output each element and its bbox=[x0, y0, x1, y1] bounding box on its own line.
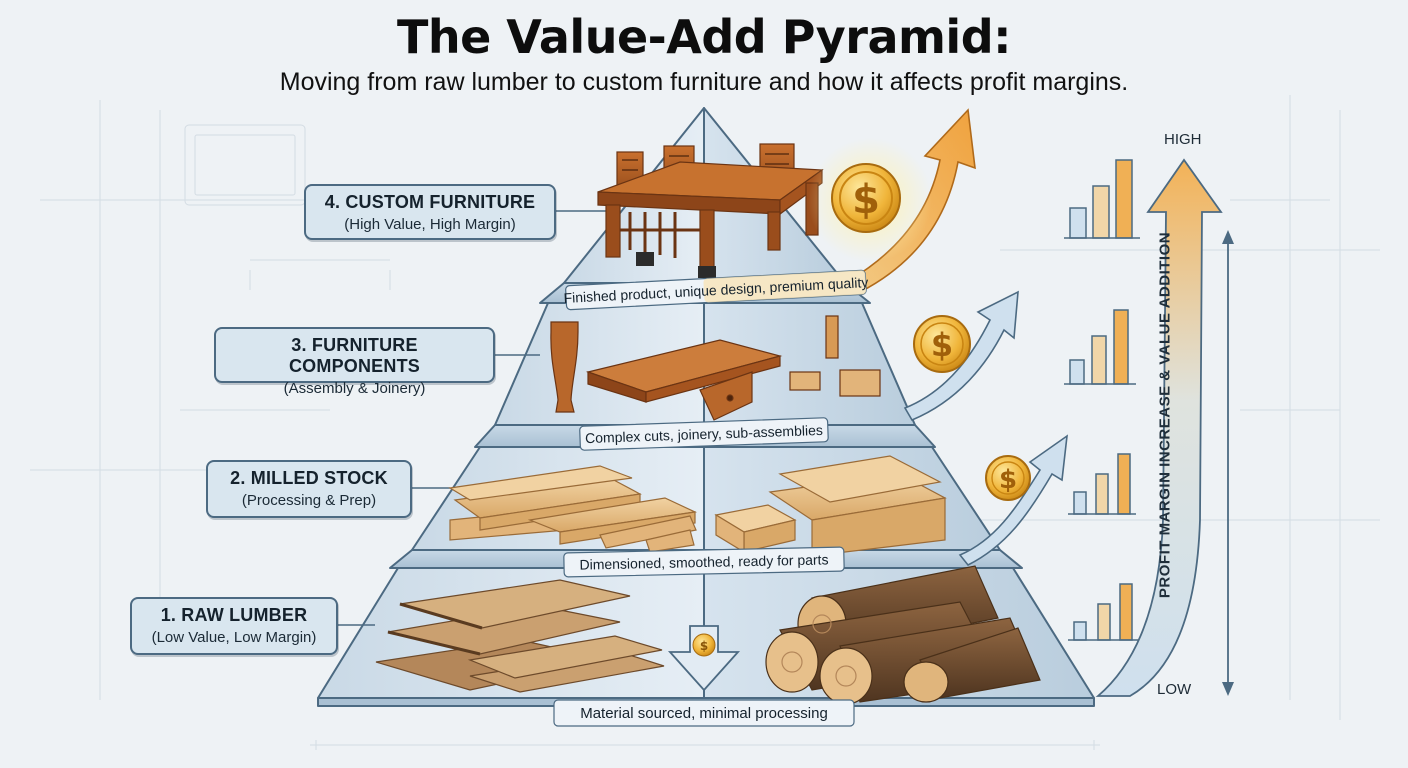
callout-tier2: 2. MILLED STOCK (Processing & Prep) bbox=[206, 460, 412, 518]
axis-label-text: PROFIT MARGIN INCREASE & VALUE ADDITION bbox=[1156, 231, 1174, 599]
dining-table-icon bbox=[597, 143, 824, 278]
axis-high-label: HIGH bbox=[1164, 131, 1202, 148]
tier1-name: 1. RAW LUMBER bbox=[160, 605, 308, 625]
band-label-tier3: Complex cuts, joinery, sub-assemblies bbox=[579, 417, 829, 451]
coins: $ $ $ bbox=[808, 138, 1031, 501]
callout-tier3: 3. FURNITURE COMPONENTS (Assembly & Join… bbox=[214, 327, 495, 397]
svg-text:$: $ bbox=[931, 326, 953, 364]
callout-tier4: 4. CUSTOM FURNITURE (High Value, High Ma… bbox=[304, 184, 556, 240]
svg-text:$: $ bbox=[852, 177, 880, 223]
band-text-tier1: Material sourced, minimal processing bbox=[580, 705, 828, 722]
furniture-components-icon bbox=[550, 315, 881, 421]
down-arrow-icon: $ bbox=[667, 625, 741, 692]
mini-bar-chart-icon bbox=[1064, 159, 1140, 641]
callout-tier1: 1. RAW LUMBER (Low Value, Low Margin) bbox=[130, 597, 338, 655]
svg-text:$: $ bbox=[700, 639, 708, 653]
dollar-coin-icon bbox=[831, 163, 901, 233]
tier4-name: 4. CUSTOM FURNITURE bbox=[324, 192, 536, 212]
band-label-tier1: Material sourced, minimal processing bbox=[553, 699, 855, 727]
page-title: The Value-Add Pyramid: bbox=[396, 10, 1012, 64]
band-label-tier2: Dimensioned, smoothed, ready for parts bbox=[563, 546, 845, 578]
callout-connectors bbox=[338, 210, 610, 626]
tier2-sub: (Processing & Prep) bbox=[241, 492, 377, 509]
plank-stack-icon bbox=[448, 455, 947, 557]
tier1-sub: (Low Value, Low Margin) bbox=[151, 629, 317, 646]
page-subtitle: Moving from raw lumber to custom furnitu… bbox=[279, 68, 1129, 96]
rough-planks-icon bbox=[375, 579, 665, 693]
tier4-sub: (High Value, High Margin) bbox=[344, 216, 516, 233]
dollar-coin-icon bbox=[913, 315, 971, 373]
band-text-tier2: Dimensioned, smoothed, ready for parts bbox=[579, 551, 828, 572]
tier2-name: 2. MILLED STOCK bbox=[230, 468, 388, 488]
tier3-sub: (Assembly & Joinery) bbox=[283, 380, 426, 397]
tier3-name: 3. FURNITURE COMPONENTS bbox=[288, 335, 420, 376]
svg-text:$: $ bbox=[999, 465, 1017, 495]
dollar-coin-icon bbox=[692, 633, 716, 657]
axis-low-label: LOW bbox=[1157, 681, 1192, 698]
log-pile-icon bbox=[765, 565, 1041, 705]
value-axis-arrow bbox=[1095, 158, 1234, 697]
